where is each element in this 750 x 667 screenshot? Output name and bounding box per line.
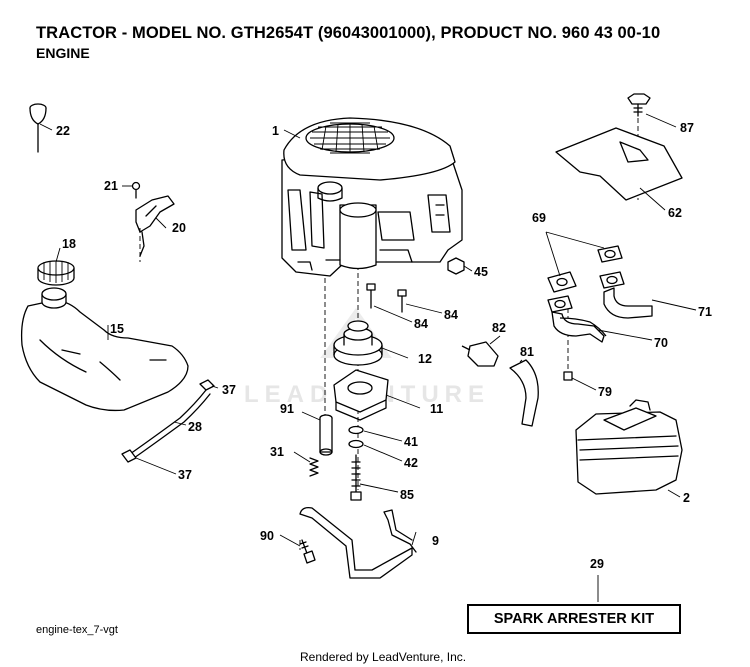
callout-18: 18 [62, 237, 76, 251]
callout-87: 87 [680, 121, 694, 135]
callout-42: 42 [404, 456, 418, 470]
callout-62: 62 [668, 206, 682, 220]
callout-82: 82 [492, 321, 506, 335]
callout-45: 45 [474, 265, 488, 279]
figure-id: engine-tex_7-vgt [36, 624, 118, 636]
exhaust-pipe-70 [551, 311, 607, 343]
spacer-91 [319, 414, 333, 456]
callout-1: 1 [272, 124, 279, 138]
fuel-hose-28 [129, 389, 207, 455]
bolt-90 [299, 539, 316, 564]
fuel-cap-18 [37, 260, 75, 286]
callout-84-right: 84 [444, 308, 458, 322]
callout-69: 69 [532, 211, 546, 225]
callout-37-upper: 37 [222, 383, 236, 397]
clamp-37-upper [199, 379, 215, 391]
screw-21 [131, 181, 141, 199]
leader-lines [39, 113, 697, 602]
callout-22: 22 [56, 124, 70, 138]
callout-28: 28 [188, 420, 202, 434]
dipstick-22 [29, 103, 47, 153]
callout-84-left: 84 [414, 317, 428, 331]
footer-credit: Rendered by LeadVenture, Inc. [300, 650, 467, 664]
bolt-85 [350, 454, 362, 501]
callout-15: 15 [110, 322, 124, 336]
section-subtitle: ENGINE [36, 45, 90, 61]
engine-part [281, 117, 463, 277]
nut-45 [447, 257, 465, 275]
washer-42 [348, 439, 364, 449]
washer-41 [348, 425, 364, 435]
callout-20: 20 [172, 221, 186, 235]
bolts-84 [366, 283, 407, 313]
callout-29: 29 [590, 557, 604, 571]
sensor-82 [461, 341, 499, 367]
pulley-12 [333, 320, 383, 366]
callout-11: 11 [430, 402, 444, 416]
choke-bracket-20 [135, 195, 175, 257]
callout-90: 90 [260, 529, 274, 543]
bolt-87 [627, 93, 651, 117]
fuel-tank-15 [20, 287, 189, 412]
callout-91: 91 [280, 402, 294, 416]
heat-shield-62 [555, 127, 683, 201]
clutch-11 [333, 369, 389, 421]
page-title: TRACTOR - MODEL NO. GTH2654T (9604300100… [36, 24, 661, 42]
brace-9 [299, 506, 417, 579]
callout-9: 9 [432, 534, 439, 548]
callout-81: 81 [520, 345, 534, 359]
bolt-79 [563, 371, 573, 381]
exhaust-pipe-71 [603, 287, 653, 319]
callout-2: 2 [683, 491, 690, 505]
callout-21: 21 [104, 179, 118, 193]
hose-81 [509, 359, 539, 427]
callout-71: 71 [698, 305, 712, 319]
spring-31 [309, 457, 319, 477]
callout-31: 31 [270, 445, 284, 459]
callout-79: 79 [598, 385, 612, 399]
muffler-2 [575, 399, 683, 495]
callout-85: 85 [400, 488, 414, 502]
callout-37-lower: 37 [178, 468, 192, 482]
callout-70: 70 [654, 336, 668, 350]
callout-41: 41 [404, 435, 418, 449]
callout-12: 12 [418, 352, 432, 366]
spark-arrester-kit-box: SPARK ARRESTER KIT [467, 604, 681, 634]
gaskets-69 [547, 245, 625, 313]
